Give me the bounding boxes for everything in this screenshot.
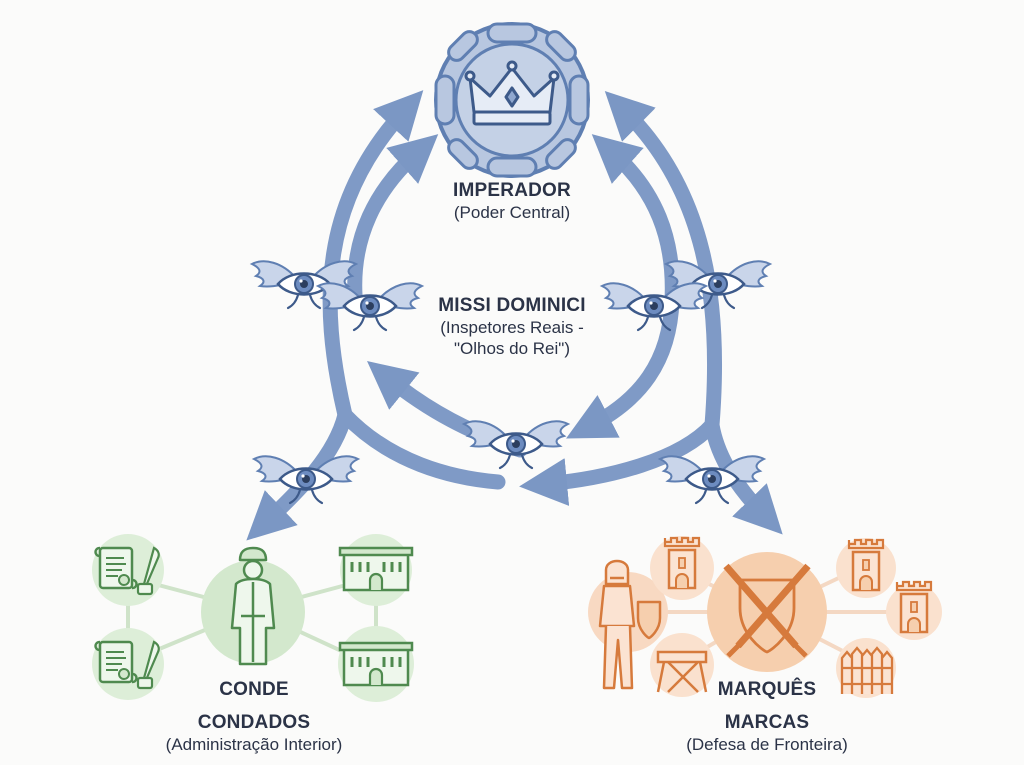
count-figure-icon bbox=[230, 546, 276, 666]
marques-label: MARQUÊS bbox=[702, 679, 832, 701]
tower-icon bbox=[663, 536, 701, 590]
marcas-title: MARCAS bbox=[724, 712, 810, 733]
condados-label: CONDADOS (Administração Interior) bbox=[134, 712, 374, 755]
conde-title: CONDE bbox=[219, 679, 289, 700]
condados-title: CONDADOS bbox=[197, 712, 311, 733]
winged-eye-icon bbox=[252, 455, 360, 505]
crossed-swords-shield-icon bbox=[723, 563, 811, 658]
arrow-inner-right-up bbox=[591, 134, 680, 308]
missi-subtitle-line2: "Olhos do Rei") bbox=[453, 339, 570, 358]
emperor-title: IMPERADOR bbox=[453, 180, 571, 201]
crown-icon bbox=[464, 60, 560, 126]
condados-subtitle: (Administração Interior) bbox=[165, 735, 343, 754]
conde-label: CONDE bbox=[194, 679, 314, 701]
missi-label: MISSI DOMINICI (Inspetores Reais - "Olho… bbox=[402, 295, 622, 359]
palisade-icon bbox=[840, 646, 894, 694]
knight-icon bbox=[598, 559, 662, 690]
arrow-outer-left-up bbox=[322, 90, 424, 423]
tower-icon bbox=[847, 538, 885, 592]
tower-icon bbox=[895, 580, 933, 634]
marques-title: MARQUÊS bbox=[717, 679, 817, 700]
arrow-outer-right-up bbox=[604, 91, 723, 433]
marcas-label: MARCAS (Defesa de Fronteira) bbox=[662, 712, 872, 755]
arrow-inner-left-up bbox=[347, 134, 439, 303]
missi-title: MISSI DOMINICI bbox=[438, 295, 586, 316]
missi-subtitle-line1: (Inspetores Reais - bbox=[440, 318, 584, 337]
emperor-label: IMPERADOR (Poder Central) bbox=[412, 180, 612, 223]
barricade-icon bbox=[656, 650, 708, 693]
building-icon bbox=[338, 546, 414, 592]
arrow-right-to-bottom bbox=[566, 292, 680, 439]
arrow-left-to-bottom bbox=[337, 407, 506, 490]
winged-eye-icon bbox=[462, 420, 570, 470]
arrow-outer-bottom bbox=[519, 417, 720, 506]
emperor-emblem bbox=[434, 22, 590, 178]
building-icon bbox=[338, 641, 414, 687]
marcas-subtitle: (Defesa de Fronteira) bbox=[686, 735, 848, 754]
emperor-subtitle: (Poder Central) bbox=[453, 203, 571, 222]
